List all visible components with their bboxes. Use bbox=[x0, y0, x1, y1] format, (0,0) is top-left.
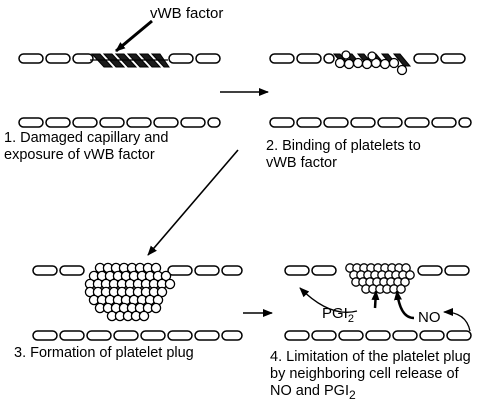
platelet bbox=[150, 302, 162, 314]
caption-4-line-3: NO and PGI bbox=[270, 383, 349, 399]
caption-panel-2: 2. Binding of platelets to vWB factor bbox=[266, 138, 421, 172]
caption-1-line-1: Damaged capillary and bbox=[20, 130, 169, 146]
caption-3-line-1: Formation of platelet plug bbox=[30, 345, 194, 361]
panel-1-illustration: vWB factor bbox=[18, 5, 223, 128]
panel-2-lower-capillary-wall bbox=[269, 117, 472, 128]
panel-2-bound-platelets bbox=[334, 50, 408, 76]
panel-4-lower-capillary-wall bbox=[284, 330, 472, 341]
panel-3-upper-capillary-wall bbox=[32, 265, 243, 276]
vwb-factor-strands bbox=[90, 53, 170, 68]
no-inhibition-arrow bbox=[394, 290, 415, 320]
pgi2-label: PGI2 bbox=[322, 305, 354, 325]
caption-2-number: 2. bbox=[266, 138, 279, 154]
arrow-2-to-3 bbox=[147, 149, 239, 256]
panel-3-illustration bbox=[32, 262, 243, 341]
caption-2-line-1: Binding of platelets to bbox=[282, 138, 421, 154]
pgi2-release-arrow bbox=[299, 287, 358, 313]
vwb-callout-arrow bbox=[115, 19, 153, 53]
panel-2-upper-capillary-wall bbox=[269, 53, 466, 64]
platelet bbox=[400, 277, 410, 287]
caption-4-line-1: Limitation of the platelet plug bbox=[286, 349, 471, 365]
caption-2-line-2: vWB factor bbox=[266, 155, 337, 171]
panel-4-illustration: PGI2 NO bbox=[284, 263, 472, 341]
caption-panel-3: 3. Formation of platelet plug bbox=[14, 345, 194, 362]
panel-2-illustration bbox=[269, 50, 472, 128]
caption-3-number: 3. bbox=[14, 345, 27, 361]
platelet bbox=[405, 270, 415, 280]
caption-4-line-2: by neighboring cell release of bbox=[270, 366, 459, 382]
caption-panel-1: 1. Damaged capillary and exposure of vWB… bbox=[4, 130, 168, 164]
panel-4-upper-capillary-wall bbox=[284, 265, 470, 276]
platelet bbox=[164, 278, 176, 290]
platelet bbox=[138, 310, 150, 322]
panel-1-upper-capillary-wall bbox=[18, 53, 221, 64]
no-label: NO bbox=[418, 309, 441, 326]
caption-panel-4: 4. Limitation of the platelet plug by ne… bbox=[270, 349, 471, 404]
panel-3-platelet-plug bbox=[84, 262, 176, 322]
pgi2-inhibition-arrow bbox=[371, 290, 380, 309]
caption-1-line-2: exposure of vWB factor bbox=[4, 147, 155, 163]
vwb-factor-callout: vWB factor bbox=[150, 5, 223, 22]
panel-1-lower-capillary-wall bbox=[18, 117, 221, 128]
caption-4-subscript: 2 bbox=[348, 387, 356, 402]
caption-4-number: 4. bbox=[270, 349, 283, 365]
panel-3-lower-capillary-wall bbox=[32, 330, 243, 341]
panel-4-platelet-plug bbox=[345, 263, 415, 294]
no-release-arrow bbox=[443, 308, 471, 332]
caption-1-number: 1. bbox=[4, 130, 17, 146]
